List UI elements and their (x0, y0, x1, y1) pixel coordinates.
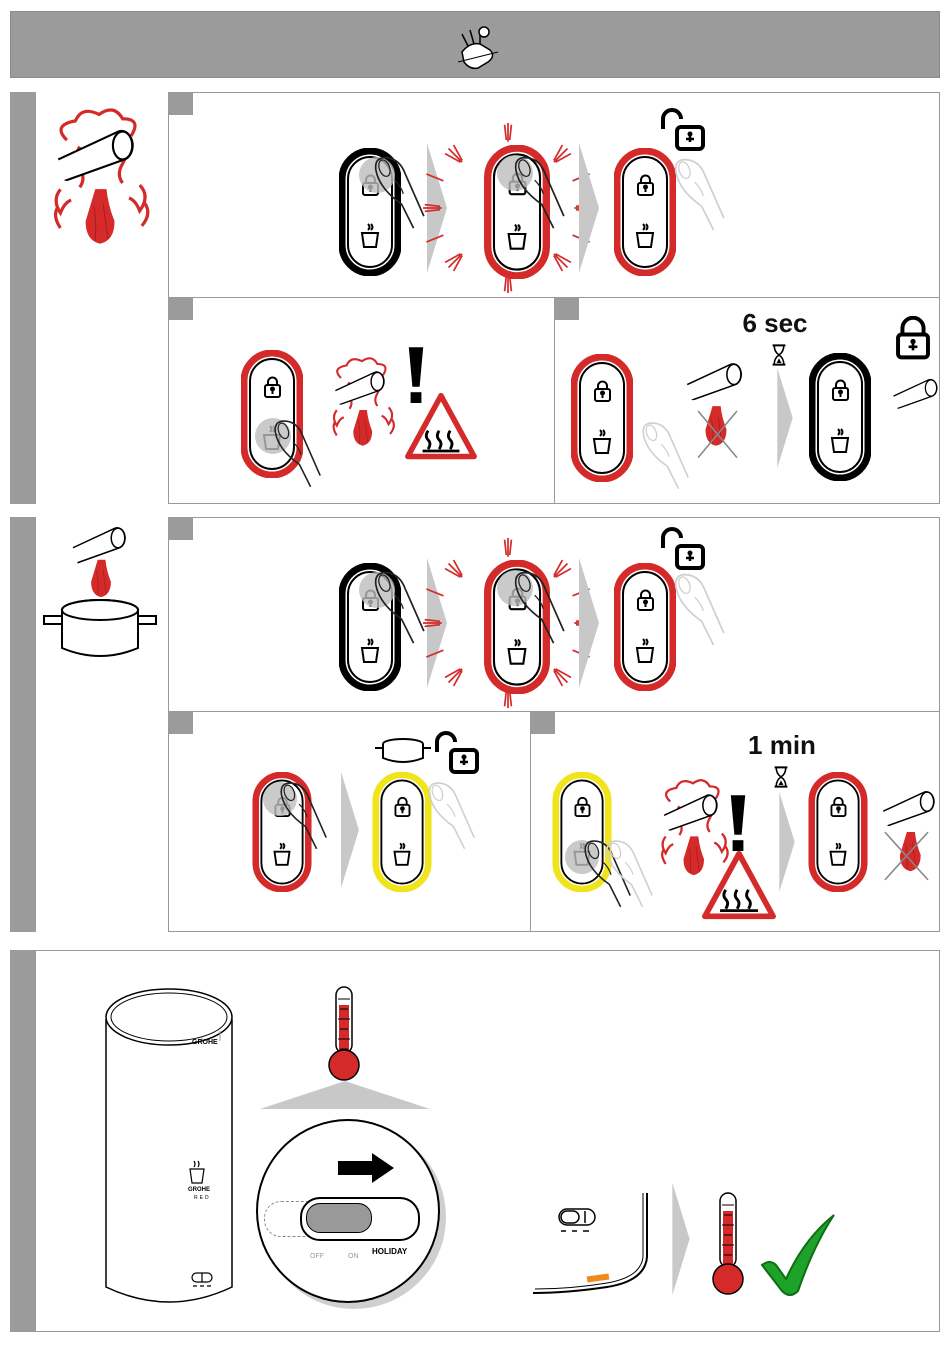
step-tab (531, 712, 555, 734)
step-tab (169, 712, 193, 734)
section-3-sidebar (10, 950, 36, 1332)
control-button[interactable] (807, 772, 869, 892)
hot-surface-warning-icon (699, 850, 779, 922)
finger-icon (509, 568, 569, 648)
finger-released-icon (669, 155, 729, 235)
arrow-icon (579, 558, 599, 688)
brand-sub-label: RED (194, 1195, 211, 1201)
hand-tap-icon (454, 22, 502, 70)
hourglass-icon (773, 764, 789, 790)
step-tab (169, 298, 193, 320)
pot-icon (373, 736, 433, 766)
arrow-right-icon (336, 1151, 396, 1185)
unit-bottom-switch (531, 1191, 661, 1301)
exclamation-icon (729, 794, 747, 854)
thermometer-hot-icon (710, 1191, 746, 1297)
mode-slider-track[interactable] (300, 1197, 420, 1241)
finger-released-icon (669, 570, 729, 650)
switch-on-label: ON (348, 1253, 359, 1260)
header-bar (10, 11, 940, 78)
arrow-icon (341, 772, 359, 888)
control-button-unlocked[interactable] (614, 148, 676, 276)
step-tab (169, 518, 193, 540)
panel-2a (168, 517, 940, 713)
switch-holiday-label: HOLIDAY (372, 1247, 407, 1256)
lock-timeout-label: 6 sec (735, 308, 815, 339)
open-lock-icon (657, 526, 707, 572)
finger-icon (509, 153, 569, 233)
finger-icon (369, 153, 429, 233)
spout-icon (891, 368, 941, 418)
hot-water-spout-icon (327, 346, 397, 466)
hourglass-icon (771, 342, 787, 368)
arrow-icon (777, 368, 793, 468)
hot-water-spout-icon (44, 108, 154, 258)
spout-stopped-icon (877, 786, 939, 886)
closed-lock-icon (895, 316, 931, 360)
zoom-indicator (260, 1081, 430, 1111)
panel-2b (168, 711, 532, 932)
open-lock-icon (657, 107, 707, 153)
mode-slider-knob[interactable] (306, 1203, 372, 1233)
boiler-unit: GROHE GROHE RED (104, 987, 234, 1309)
panel-1a (168, 92, 940, 298)
checkmark-icon (758, 1213, 838, 1295)
brand-label: GROHE (188, 1187, 210, 1193)
finger-icon (369, 568, 429, 648)
step-tab (169, 93, 193, 115)
control-button-locked[interactable] (809, 353, 871, 481)
panel-1b (168, 297, 556, 504)
arrow-icon (779, 792, 795, 892)
panel-1c: 6 sec (554, 297, 940, 504)
finger-icon (269, 416, 325, 492)
pot-filling-icon (40, 520, 160, 665)
spout-stopped-icon (681, 356, 751, 466)
control-button[interactable] (571, 354, 633, 482)
section-1-sidebar (10, 92, 36, 504)
section-2-sidebar (10, 517, 36, 932)
panel-2c: 1 min (530, 711, 940, 932)
switch-off-label: OFF (310, 1253, 324, 1260)
finger-released-icon (601, 836, 657, 912)
brand-label-top: GROHE (192, 1039, 218, 1046)
hot-surface-warning-icon (401, 392, 481, 462)
control-button-unlocked[interactable] (614, 563, 676, 691)
finger-released-icon (423, 778, 479, 854)
open-lock-icon (431, 730, 481, 776)
mode-switch-zoom: OFF ON HOLIDAY (256, 1119, 440, 1303)
boil-timeout-label: 1 min (737, 730, 827, 761)
panel-3: GROHE GROHE RED OFF ON HOLIDAY (36, 950, 940, 1332)
thermometer-hot-icon (326, 985, 362, 1083)
arrow-icon (579, 143, 599, 273)
finger-icon (275, 778, 331, 854)
arrow-icon (672, 1183, 690, 1295)
step-tab (555, 298, 579, 320)
